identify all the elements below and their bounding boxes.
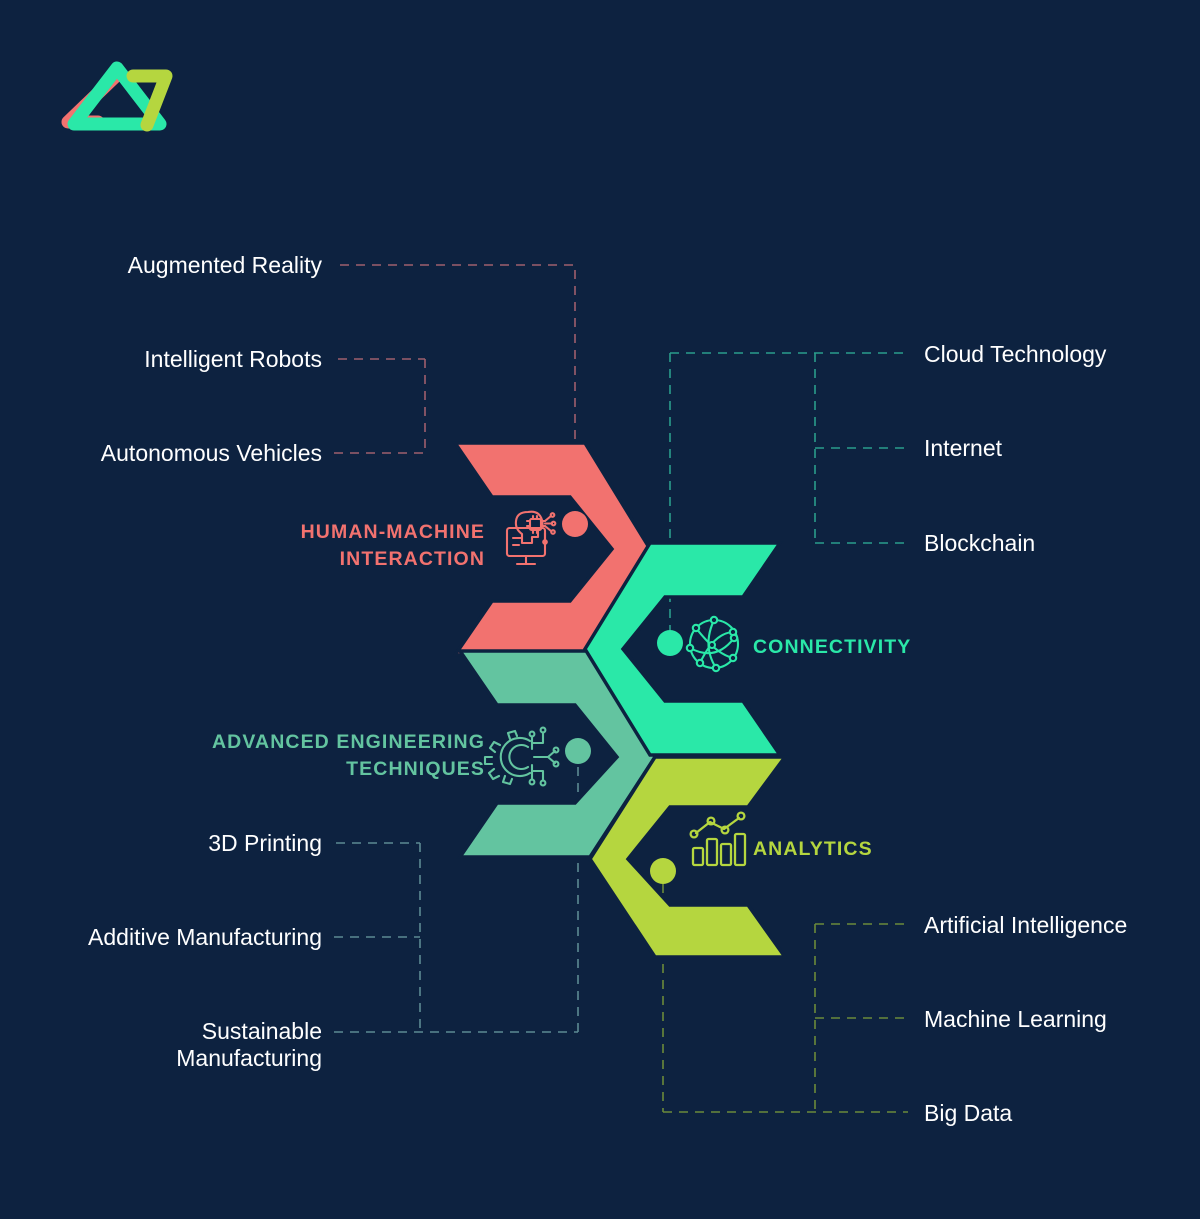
branch-label-analytics: ANALYTICS	[753, 838, 873, 860]
leaf-label-sustainable-manufacturing-line2: Manufacturing	[176, 1045, 322, 1071]
logo-stroke-center	[67, 61, 167, 131]
bar-chart-line-icon	[689, 811, 747, 867]
leaf-label-3d-printing: 3D Printing	[208, 830, 322, 856]
branch-label-human-machine-line1: HUMAN-MACHINE	[301, 521, 485, 543]
monitor-brain-chip-icon	[505, 510, 557, 566]
branch-label-advanced-engineering-line2: TECHNIQUES	[346, 758, 485, 780]
node-dot-advanced-engineering[interactable]	[565, 738, 591, 764]
leaf-label-intelligent-robots: Intelligent Robots	[144, 346, 322, 372]
node-dot-human-machine-interaction[interactable]	[562, 511, 588, 537]
node-dot-connectivity[interactable]	[657, 630, 683, 656]
logo-stroke-right	[126, 69, 173, 132]
leaf-label-blockchain: Blockchain	[924, 530, 1035, 556]
leaf-label-additive-manufacturing: Additive Manufacturing	[88, 924, 322, 950]
connectors-human-machine-interaction	[334, 264, 576, 510]
leaf-label-sustainable-manufacturing-line1: Sustainable	[202, 1018, 322, 1044]
hexagon-analytics[interactable]	[587, 755, 789, 959]
branch-label-human-machine-line2: INTERACTION	[340, 548, 485, 570]
hexagon-human-machine-interaction[interactable]	[451, 441, 653, 657]
leaf-label-internet: Internet	[924, 435, 1003, 461]
hexagon-shape-human-machine[interactable]	[451, 441, 653, 657]
leaf-label-artificial-intelligence: Artificial Intelligence	[924, 912, 1127, 938]
hexagon-shape-connectivity[interactable]	[582, 541, 784, 757]
triangular-brand-logo	[61, 61, 173, 132]
leaf-label-cloud-technology: Cloud Technology	[924, 341, 1107, 367]
network-globe-icon	[685, 615, 740, 673]
leaf-label-big-data: Big Data	[924, 1100, 1012, 1126]
branch-label-advanced-engineering-line1: ADVANCED ENGINEERING	[212, 731, 485, 753]
gear-circuit-icon	[483, 726, 560, 787]
leaf-label-autonomous-vehicles: Autonomous Vehicles	[101, 440, 322, 466]
hexagon-shape-analytics[interactable]	[587, 755, 789, 959]
node-dot-analytics[interactable]	[650, 858, 676, 884]
connectors-advanced-engineering	[334, 765, 579, 1033]
leaf-label-augmented-reality: Augmented Reality	[128, 252, 323, 278]
hexagon-connectivity[interactable]	[582, 541, 784, 757]
leaf-label-machine-learning: Machine Learning	[924, 1006, 1107, 1032]
branch-label-connectivity: CONNECTIVITY	[753, 636, 911, 658]
